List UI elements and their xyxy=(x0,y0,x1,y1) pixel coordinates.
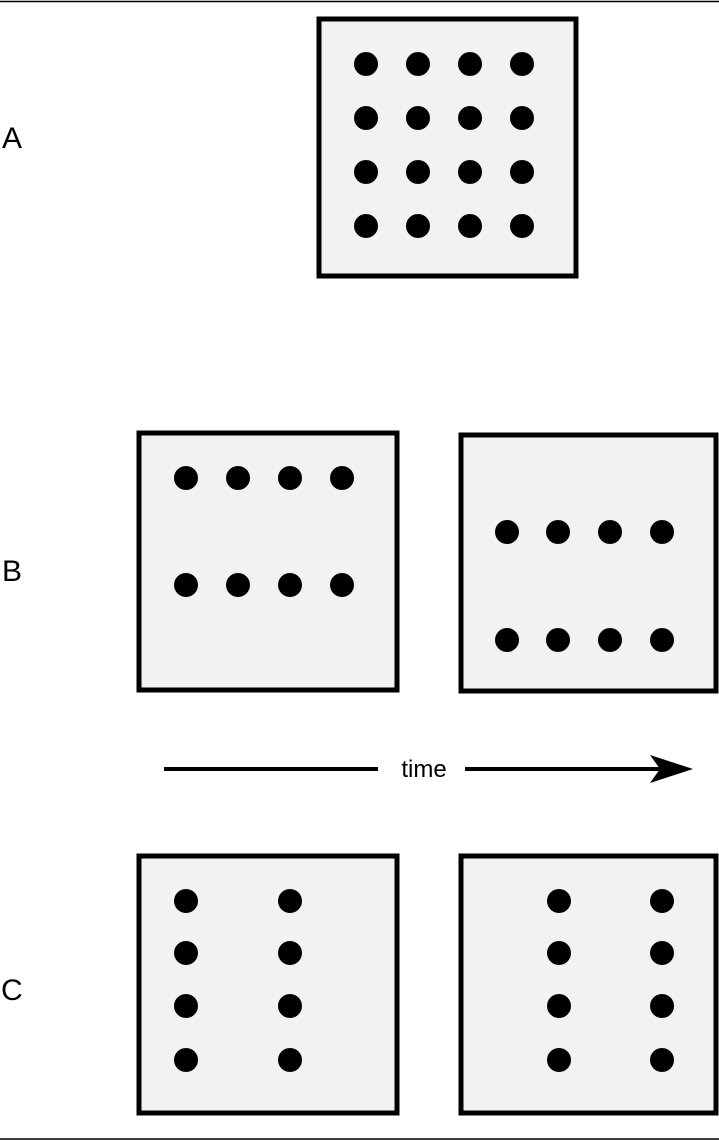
dot-grid xyxy=(547,889,674,1072)
dot xyxy=(278,466,302,490)
time-arrow-head xyxy=(650,755,693,783)
dot xyxy=(458,106,482,130)
time-label: time xyxy=(401,756,446,783)
dot xyxy=(510,106,534,130)
dot xyxy=(510,160,534,184)
dot xyxy=(174,994,198,1018)
dot xyxy=(650,520,674,544)
dot xyxy=(174,466,198,490)
dot xyxy=(547,994,571,1018)
dot xyxy=(174,889,198,913)
panel-b-frame-after xyxy=(458,432,719,694)
dot xyxy=(510,52,534,76)
dot xyxy=(406,160,430,184)
panel-label-b: B xyxy=(2,555,22,588)
dot xyxy=(598,628,622,652)
dot xyxy=(458,214,482,238)
dot xyxy=(495,520,519,544)
dot-grid xyxy=(174,889,302,1072)
dot xyxy=(547,889,571,913)
frame-box xyxy=(458,853,719,1116)
dot xyxy=(278,994,302,1018)
panel-b-frame-before xyxy=(136,430,400,693)
dot xyxy=(354,52,378,76)
dot xyxy=(226,573,250,597)
panel-label-a: A xyxy=(2,122,22,155)
dot-grid xyxy=(495,520,674,652)
dot xyxy=(174,573,198,597)
dot xyxy=(458,160,482,184)
dot xyxy=(406,214,430,238)
dot xyxy=(495,628,519,652)
dot xyxy=(547,941,571,965)
dot-grid xyxy=(174,466,354,597)
dot xyxy=(406,52,430,76)
dot xyxy=(330,466,354,490)
dot xyxy=(174,941,198,965)
dot xyxy=(278,889,302,913)
panel-label-c: C xyxy=(1,974,23,1007)
dot xyxy=(226,466,250,490)
frame-box xyxy=(458,432,719,694)
dot xyxy=(330,573,354,597)
dot xyxy=(458,52,482,76)
dot xyxy=(354,106,378,130)
dot xyxy=(650,889,674,913)
dot xyxy=(278,941,302,965)
dot xyxy=(650,1048,674,1072)
panel-c-frame-before xyxy=(136,853,400,1116)
dot xyxy=(546,628,570,652)
dot xyxy=(174,1048,198,1072)
dot xyxy=(406,106,430,130)
dot xyxy=(354,214,378,238)
dot xyxy=(650,941,674,965)
dot xyxy=(510,214,534,238)
dot xyxy=(598,520,622,544)
dot xyxy=(354,160,378,184)
dot xyxy=(650,994,674,1018)
panel-a-frame xyxy=(316,16,579,279)
dot xyxy=(650,628,674,652)
dot xyxy=(278,1048,302,1072)
dot xyxy=(278,573,302,597)
panel-c-frame-after xyxy=(458,853,719,1116)
dot xyxy=(547,1048,571,1072)
dot xyxy=(546,520,570,544)
time-arrow: time xyxy=(164,755,693,783)
dot-grid xyxy=(354,52,534,238)
